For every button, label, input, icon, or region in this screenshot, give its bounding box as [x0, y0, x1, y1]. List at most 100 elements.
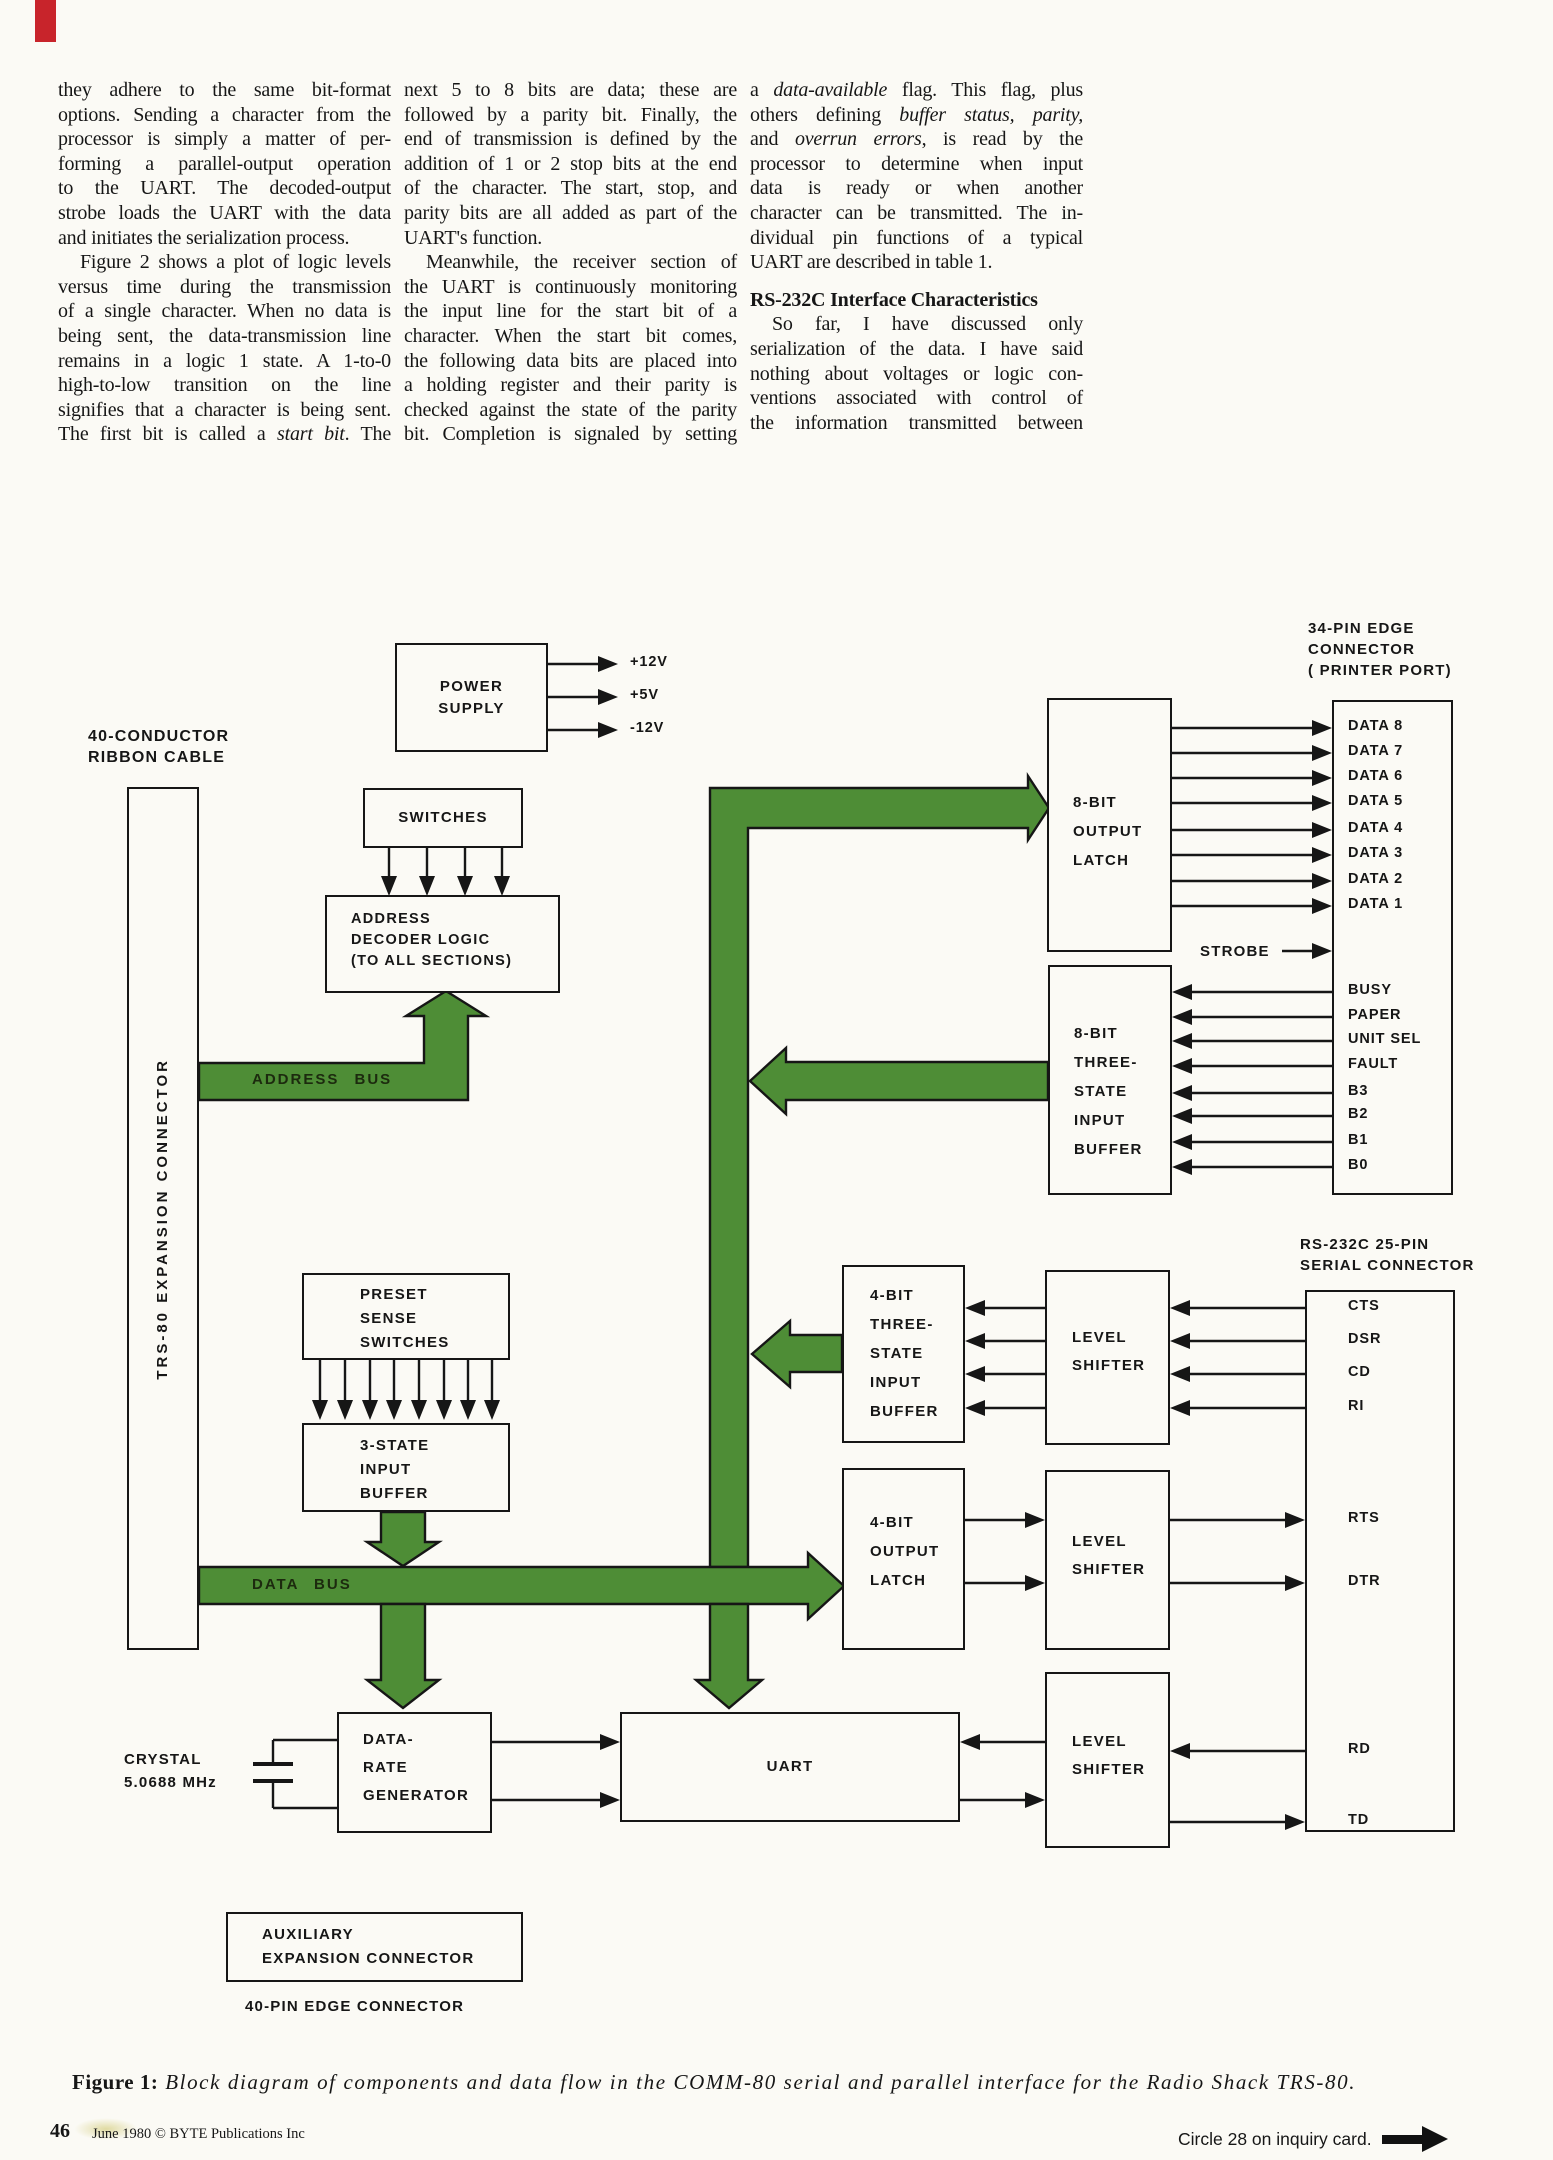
box-label: 4-BIT OUTPUT LATCH [870, 1514, 940, 1589]
drg-to-uart-wire [492, 1792, 620, 1808]
article-line: RS-232C Interface Characteristics [750, 288, 1038, 311]
printer-data-pin: DATA 6 [1348, 768, 1404, 784]
article-line: a data-available flag. This flag, plus [750, 79, 1084, 101]
article-line: and initiates the serialization process. [58, 226, 350, 249]
box-level-shifter-1: LEVEL SHIFTER [1045, 1270, 1170, 1445]
box-label: PRESET SENSE SWITCHES [360, 1286, 450, 1351]
preset-sense-wire [312, 1360, 328, 1420]
shifter-to-buffer-wire [965, 1400, 1045, 1416]
figure-caption-prefix: Figure 1: [72, 2070, 159, 2094]
article-line: the input line for the start bit of a [404, 300, 737, 323]
article-line: nothing about voltages or logic con- [750, 362, 1083, 385]
figure-caption: Figure 1: Block diagram of components an… [72, 2070, 1522, 2095]
printer-status-wire [1172, 1159, 1332, 1175]
box-label: DATA- RATE GENERATOR [363, 1731, 470, 1804]
shifter-to-buffer-wire [965, 1333, 1045, 1349]
drg-to-uart-wire [492, 1734, 620, 1750]
box-label: AUXILIARY EXPANSION CONNECTOR [262, 1926, 475, 1967]
switch-select-wire [494, 848, 510, 896]
printer-data-pin: DATA 4 [1348, 820, 1404, 836]
box-3-state-input-buffer: 3-STATE INPUT BUFFER [302, 1423, 510, 1512]
printer-status-wire [1172, 1033, 1332, 1049]
box-8bit-three-state-input-buffer: 8-BIT THREE- STATE INPUT BUFFER [1048, 965, 1172, 1195]
inquiry-text: Circle 28 on inquiry card. [1178, 2128, 1372, 2149]
printer-data-wire [1172, 745, 1332, 761]
printer-status-wire [1172, 1108, 1332, 1124]
printer-status-pin: B1 [1348, 1132, 1369, 1148]
article-line: dividual pin functions of a typical [750, 226, 1083, 249]
printer-data-pin: DATA 2 [1348, 871, 1404, 887]
article-line: processor is simply a matter of per- [58, 128, 391, 151]
printer-data-wire [1172, 720, 1332, 736]
article-line: next 5 to 8 bits are data; these are [404, 79, 737, 101]
box-rs232c-serial-connector [1305, 1290, 1455, 1832]
article-line: processor to determine when input [750, 152, 1083, 175]
printer-data-wire [1172, 898, 1332, 914]
article-line: and overrun errors, is read by the [750, 128, 1083, 151]
switch-select-wire [381, 848, 397, 896]
article-line: bit. Completion is signaled by setting [404, 423, 737, 446]
shifter-to-buffer-wire [965, 1300, 1045, 1316]
article-line: options. Sending a character from the [58, 103, 391, 126]
crystal-label: CRYSTAL 5.0688 MHz [124, 1751, 217, 1791]
article-line: of a single character. When no data is [58, 300, 391, 323]
serial-output-wire [1170, 1575, 1305, 1591]
inquiry-arrow-icon [1421, 2126, 1448, 2152]
box-label: POWER SUPPLY [438, 677, 505, 717]
edge40-label: 40-PIN EDGE CONNECTOR [245, 1998, 465, 2015]
bus-arrow [748, 1045, 1050, 1117]
article-line: a holding register and their parity is [404, 374, 737, 397]
preset-sense-wire [362, 1360, 378, 1420]
printer-status-wire [1172, 1134, 1332, 1150]
bus-arrow [197, 1550, 846, 1622]
article-line: the UART is continuously monitoring [404, 275, 737, 298]
preset-sense-wire [411, 1360, 427, 1420]
psu-output-wire [548, 656, 618, 672]
uart-to-shifter-wire [960, 1792, 1045, 1808]
switch-select-wire [457, 848, 473, 896]
printer-status-pin: B3 [1348, 1083, 1369, 1099]
article-line: followed by a parity bit. Finally, the [404, 103, 737, 126]
box-label: ADDRESS DECODER LOGIC (TO ALL SECTIONS) [351, 911, 513, 969]
printer-data-wire [1172, 795, 1332, 811]
article-line: So far, I have discussed only [772, 313, 1083, 336]
printer-status-pin: UNIT SEL [1348, 1031, 1422, 1047]
article-line: Figure 2 shows a plot of logic levels [80, 251, 391, 274]
strobe-label: STROBE [1200, 943, 1270, 960]
bus-arrow [363, 1510, 443, 1568]
preset-sense-wire [484, 1360, 500, 1420]
figure-caption-text: Block diagram of components and data flo… [158, 2070, 1357, 2094]
printer-data-pin: DATA 8 [1348, 718, 1404, 734]
printer-status-pin: B0 [1348, 1157, 1369, 1173]
article-line: ventions associated with control of [750, 387, 1083, 410]
article-line: UART are described in table 1. [750, 251, 993, 274]
box-data-rate-generator: DATA- RATE GENERATOR [337, 1712, 492, 1833]
bus-arrow [708, 771, 1051, 1569]
page-number: 46 [50, 2120, 70, 2142]
serial-input-pin: RI [1348, 1398, 1365, 1414]
box-4bit-three-state-input-buffer: 4-BIT THREE- STATE INPUT BUFFER [842, 1265, 965, 1443]
psu-output-wire [548, 722, 618, 738]
box-label: LEVEL SHIFTER [1072, 1733, 1146, 1778]
box-label: 3-STATE INPUT BUFFER [360, 1437, 430, 1502]
box-label: LEVEL SHIFTER [1072, 1533, 1146, 1578]
box-34pin-edge-connector [1332, 700, 1453, 1195]
address-bus-label: ADDRESS BUS [252, 1071, 393, 1088]
psu-voltage-label: -12V [630, 720, 665, 736]
red-edge-mark [35, 0, 56, 42]
td-wire [1170, 1814, 1305, 1830]
article-line: serialization of the data. I have said [750, 337, 1083, 360]
latch-to-shifter-wire [965, 1512, 1045, 1528]
printer-status-wire [1172, 1009, 1332, 1025]
shifter-to-buffer-wire [965, 1366, 1045, 1382]
printer-status-pin: PAPER [1348, 1007, 1402, 1023]
serial-input-pin: CTS [1348, 1298, 1380, 1314]
serial-input-wire [1170, 1333, 1305, 1349]
serial-connector-label: RS-232C 25-PIN SERIAL CONNECTOR [1300, 1236, 1475, 1274]
box-power-supply: POWER SUPPLY [395, 643, 548, 752]
strobe-wire [1282, 943, 1332, 959]
box-label: UART [766, 1758, 814, 1775]
